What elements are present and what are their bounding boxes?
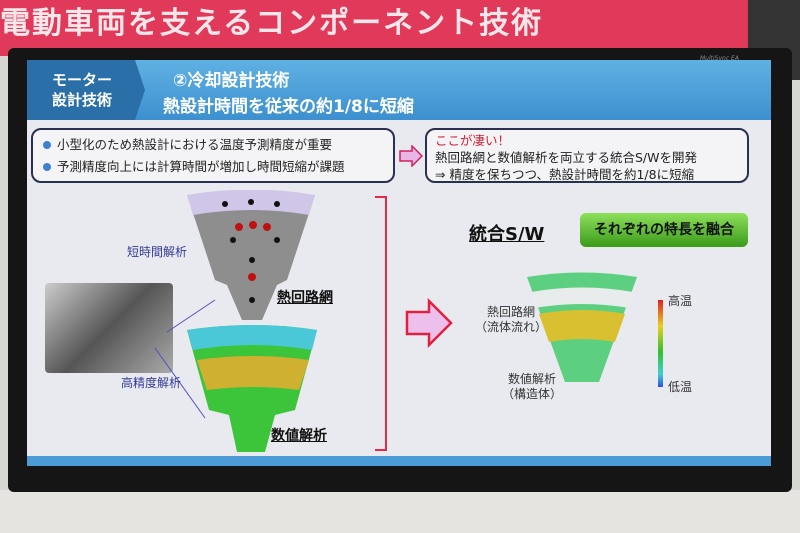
highlight-line: ⇒ 精度を保ちつつ、熱設計時間を約1/8に短縮 (435, 167, 695, 182)
slide-title: ②冷却設計技術 (173, 71, 290, 91)
scale-low-label: 低温 (668, 380, 693, 394)
label-short-time: 短時間解析 (127, 245, 188, 259)
slide: モーター 設計技術 ②冷却設計技術 熱設計時間を従来の約1/8に短縮 小型化のた… (27, 60, 771, 466)
sector-teeth (539, 310, 625, 342)
left-diagrams (154, 190, 317, 452)
issue-item: 予測精度向上には計算時間が増加し時間短縮が課題 (43, 156, 383, 178)
label-thermal-network: 熱回路網 (277, 290, 333, 306)
integrated-sector (527, 272, 637, 382)
annotation-network: 熱回路網（流体流れ） (475, 305, 547, 335)
label-high-precision: 高精度解析 (121, 376, 182, 390)
issues-box: 小型化のため熱設計における温度予測精度が重要 予測精度向上には計算時間が増加し時… (31, 128, 395, 183)
banner-text: 電動車両を支えるコンポーネント技術 (0, 6, 544, 41)
pointer-line (166, 299, 216, 333)
background-banner (0, 0, 748, 56)
fusion-button: それぞれの特長を融合 (580, 213, 748, 247)
highlight-box: ここが凄い！ 熱回路網と数値解析を両立する統合S/Wを開発 ⇒ 精度を保ちつつ、… (425, 128, 749, 183)
big-arrow-icon (405, 298, 453, 348)
section-tab-text: モーター 設計技術 (37, 70, 127, 110)
highlight-line: 熱回路網と数値解析を両立する統合S/Wを開発 (435, 150, 698, 165)
bullet-icon (43, 141, 51, 149)
network-hot-nodes (235, 221, 271, 281)
monitor-brand: MultiSync EA (700, 55, 739, 62)
numerical-teeth (197, 356, 309, 390)
label-numerical: 数値解析 (271, 428, 327, 444)
annotation-numerical: 数値解析（構造体） (502, 372, 562, 402)
network-nodes (222, 199, 280, 303)
annotation-text: （構造体） (502, 387, 563, 401)
slide-subtitle: 熱設計時間を従来の約1/8に短縮 (163, 97, 414, 117)
annotation-text: 熱回路網 (487, 305, 536, 319)
annotation-text: （流体流れ） (475, 320, 548, 334)
highlight-heading: ここが凄い！ (435, 133, 511, 148)
issue-text: 小型化のため熱設計における温度予測精度が重要 (57, 137, 333, 152)
motor-photo (45, 283, 173, 373)
section-tab-line: モーター (51, 71, 112, 89)
temperature-scale (658, 300, 663, 387)
section-tab-line: 設計技術 (51, 91, 112, 109)
bullet-icon (43, 163, 51, 171)
background-floor (0, 490, 800, 533)
section-tab (27, 60, 145, 120)
slide-footer-bar (27, 456, 771, 466)
integrated-title: 統合S/W (469, 224, 545, 245)
scale-high-label: 高温 (668, 294, 693, 308)
sector-network-band (531, 287, 633, 308)
numerical-sector (187, 325, 317, 452)
issue-item: 小型化のため熱設計における温度予測精度が重要 (43, 134, 383, 156)
numerical-outer (187, 325, 317, 350)
issue-text: 予測精度向上には計算時間が増加し時間短縮が課題 (57, 159, 345, 174)
bracket (375, 196, 387, 451)
annotation-text: 数値解析 (508, 372, 557, 386)
pointer-line (154, 347, 206, 419)
slide-header (27, 60, 771, 120)
arrow-right-icon (399, 145, 423, 167)
